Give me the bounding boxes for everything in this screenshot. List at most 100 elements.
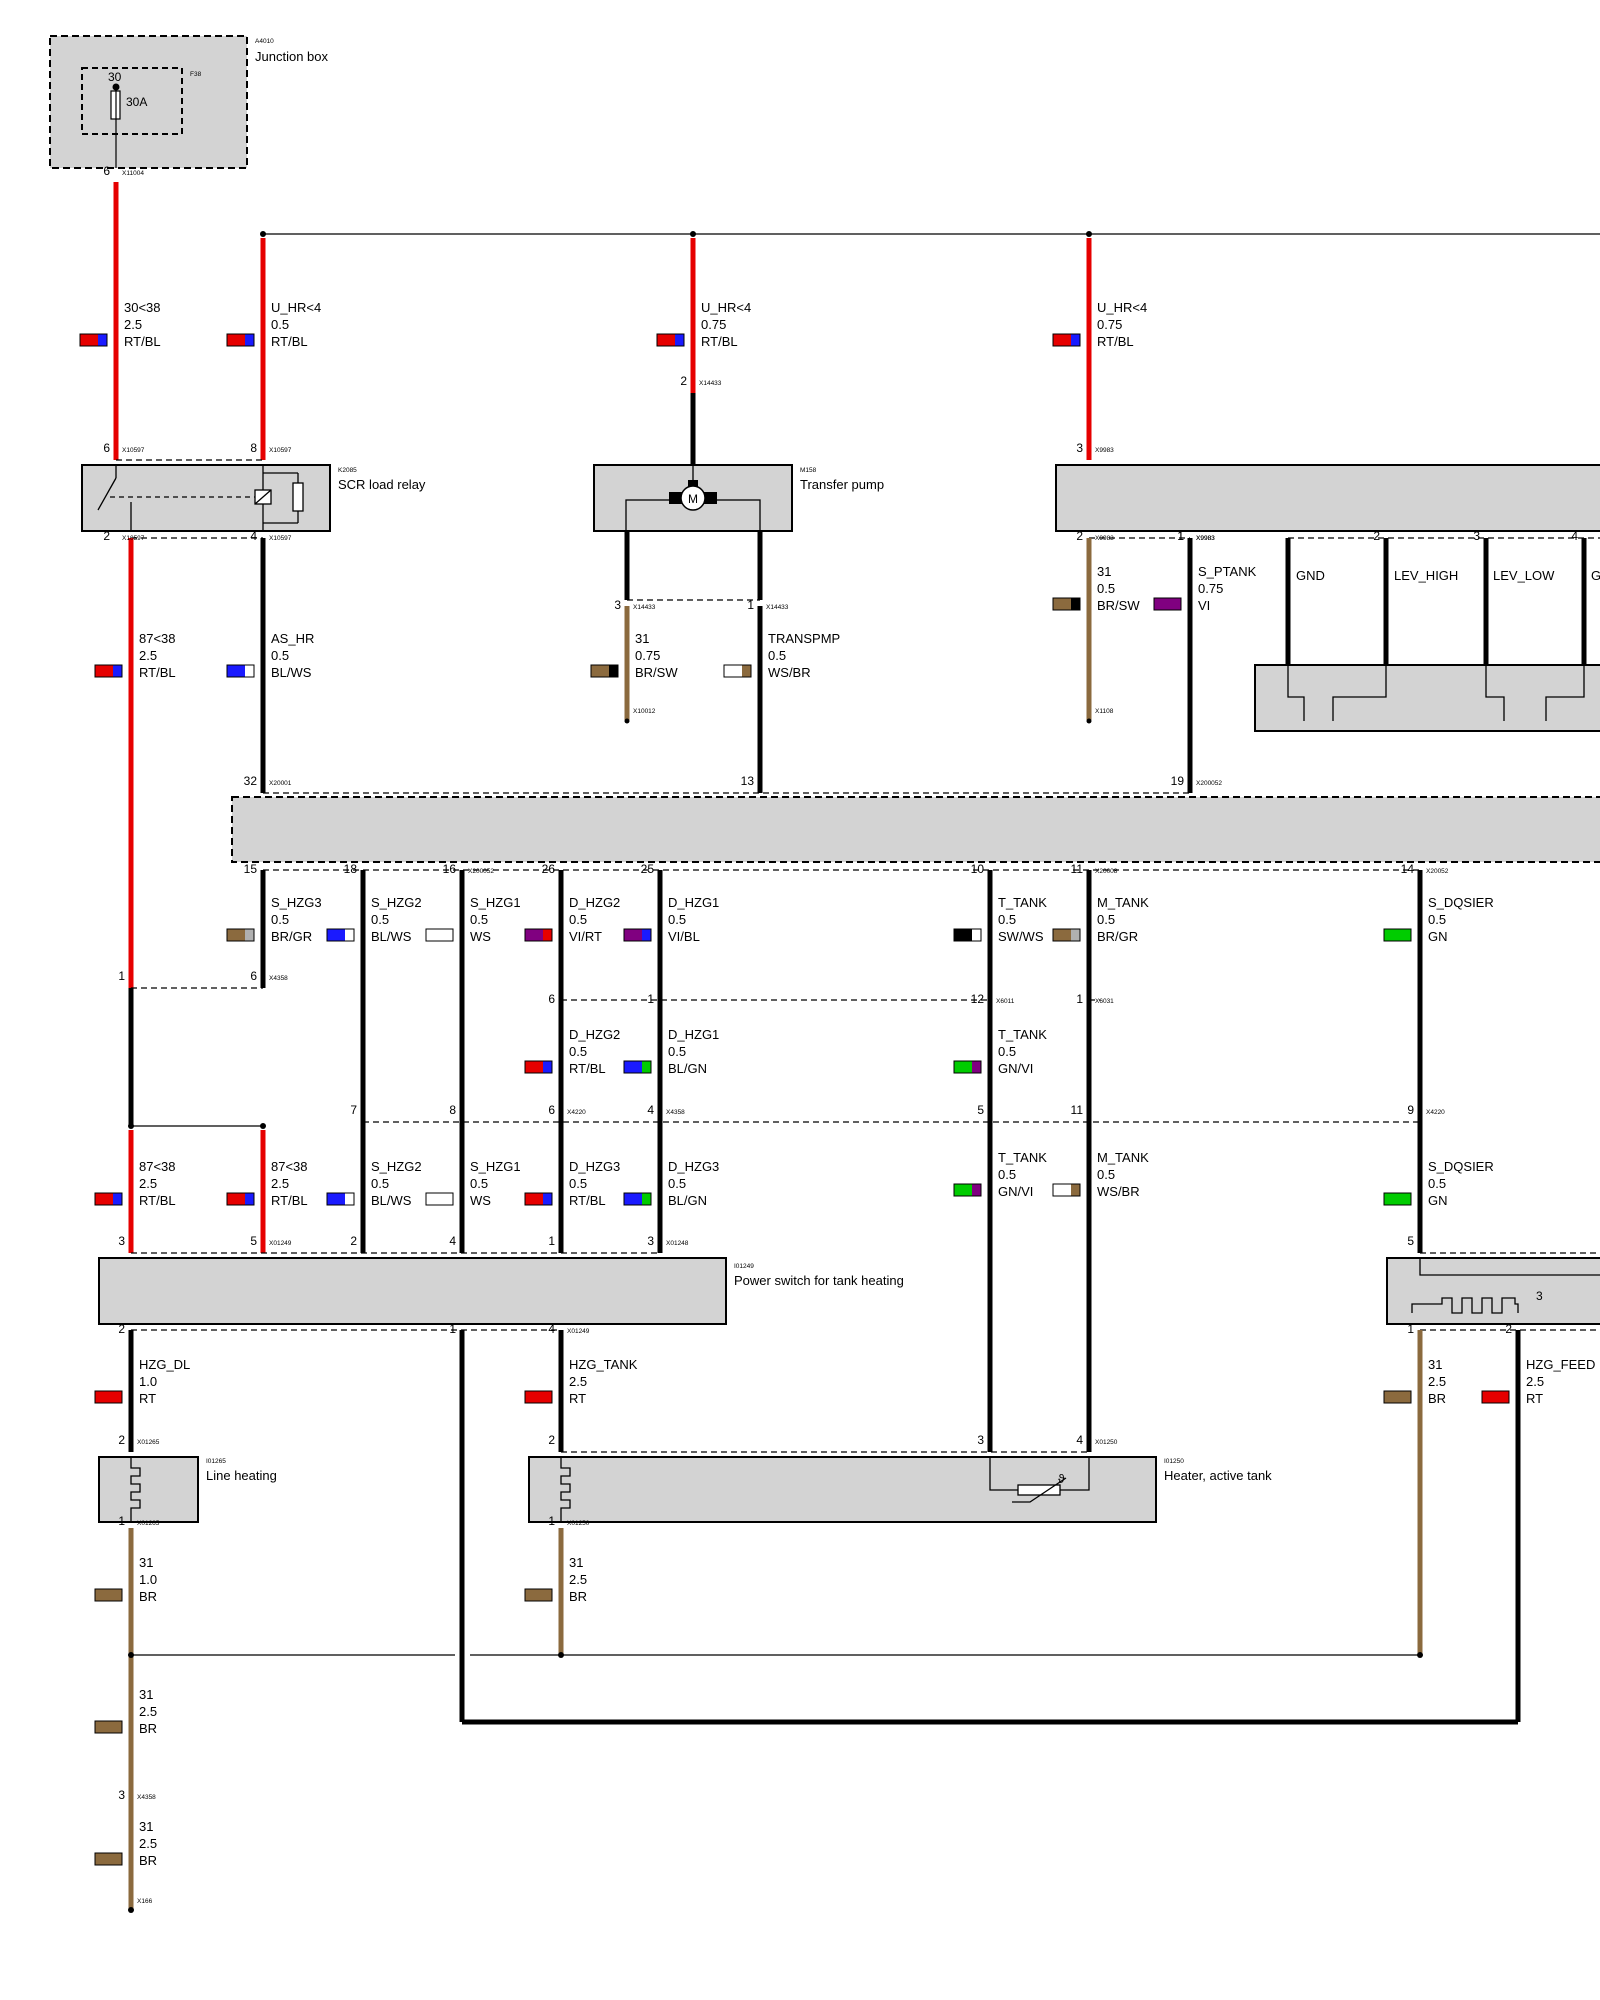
connector: X10012 (633, 708, 656, 715)
connector-pin: 8 (250, 441, 257, 455)
connector-pin: 4 (1571, 529, 1578, 543)
connector-pin: 26 (542, 862, 556, 876)
connector-pin: 12 (971, 992, 985, 1006)
connector-id: X9983 (1196, 535, 1215, 542)
wire-label-text: 0.5 (1428, 1176, 1446, 1191)
wire-color-swatch (1053, 1184, 1071, 1196)
wire-color-swatch (954, 1061, 972, 1073)
connector-id: X6031 (1095, 998, 1114, 1005)
wire-label-text: 87<38 (271, 1159, 308, 1174)
connector: 8 (449, 1103, 456, 1117)
wire-color-swatch (327, 929, 345, 941)
wire-color-swatch (1384, 1391, 1402, 1403)
connector-id: X4358 (137, 1794, 156, 1801)
wire-label: 312.5BR (94, 1819, 157, 1868)
wire-label-text: RT/BL (271, 1193, 308, 1208)
wire-label-text: BR/SW (635, 665, 678, 680)
connector: 1 (449, 1322, 456, 1336)
wire-color-swatch (724, 665, 742, 677)
connector-pin: 1 (118, 1514, 125, 1528)
wire-label: 87<382.5RT/BL (94, 631, 176, 680)
right-upper-module (1055, 464, 1600, 532)
wire-label-text: VI (1198, 598, 1210, 613)
wire-color-stripe (642, 1193, 651, 1205)
connector: X1108 (1095, 708, 1114, 715)
junction-box-code: A4010 (255, 38, 274, 45)
wire-label-text: 31 (1428, 1357, 1442, 1372)
wire-label-text: D_HZG1 (668, 895, 719, 910)
wire-label: AS_HR0.5BL/WS (226, 631, 314, 680)
connector-pin: 5 (1407, 1234, 1414, 1248)
heater-coil-icon (560, 1457, 571, 1522)
connector-pin: 4 (250, 529, 257, 543)
connector-id: X11004 (122, 170, 144, 177)
connector-id: X10597 (122, 447, 145, 454)
power-switch-code: I01249 (734, 1263, 754, 1270)
wire-color-stripe (345, 929, 354, 941)
connector-pin: 11 (1071, 862, 1084, 876)
wire-color-swatch (95, 1193, 113, 1205)
connector-id: X10597 (269, 447, 292, 454)
connector-id: X20001 (269, 780, 292, 787)
wire-color-swatch (80, 334, 98, 346)
line-heating-code: I01265 (206, 1458, 226, 1465)
wire-color-swatch (227, 334, 245, 346)
wire-label-text: BR (1428, 1391, 1446, 1406)
connector: 13 (741, 774, 755, 788)
wire-label-text: BL/WS (371, 929, 412, 944)
right-lower-module: 3 (1386, 1252, 1600, 1331)
connector: X166 (137, 1898, 153, 1905)
connector-pin: 2 (103, 529, 110, 543)
connector-id: X9983 (1095, 447, 1114, 454)
wire-label-text: HZG_FEED (1526, 1357, 1595, 1372)
connector-pin: 1 (1407, 1322, 1414, 1336)
wire-label-text: U_HR<4 (271, 300, 321, 315)
connector-id: X14433 (633, 604, 656, 611)
wire-label-text: HZG_DL (139, 1357, 190, 1372)
connector-pin: 6 (250, 969, 257, 983)
pump-code: M158 (800, 467, 817, 474)
wire-label-text: RT/BL (139, 665, 176, 680)
wire-label: 87<382.5RT/BL (226, 1159, 308, 1208)
wire-label-text: VI/BL (668, 929, 700, 944)
wire-label-text: 31 (139, 1555, 153, 1570)
connector-pin: 4 (1076, 1433, 1083, 1447)
heater-code: I01250 (1164, 1458, 1184, 1465)
fuse-code: F38 (190, 71, 202, 78)
wire-label-text: RT/BL (701, 334, 738, 349)
wire-label-text: 0.5 (1097, 912, 1115, 927)
wire-label-text: 0.5 (998, 1044, 1016, 1059)
wire-color-stripe (113, 1721, 122, 1733)
wire-color-swatch (95, 1391, 113, 1403)
relay-label: SCR load relay (338, 477, 426, 492)
connector-pin: 3 (1473, 529, 1480, 543)
wire-label-text: WS (470, 1193, 491, 1208)
wire-color-stripe (543, 1589, 552, 1601)
wire-label-text: 0.5 (668, 1176, 686, 1191)
wire-label-text: D_HZG2 (569, 895, 620, 910)
wire-label-text: D_HZG3 (569, 1159, 620, 1174)
connector: 1 (647, 992, 654, 1006)
wire-label-text: 0.75 (1097, 317, 1122, 332)
connector: 10 (971, 862, 985, 876)
wire-label-text: 31 (635, 631, 649, 646)
wire-color-stripe (543, 1193, 552, 1205)
connector-id: X01249 (269, 1240, 292, 1247)
wire-color-stripe (113, 1589, 122, 1601)
wire-color-swatch (95, 1589, 113, 1601)
connector-pin: 1 (548, 1234, 555, 1248)
wire-color-stripe (642, 1061, 651, 1073)
